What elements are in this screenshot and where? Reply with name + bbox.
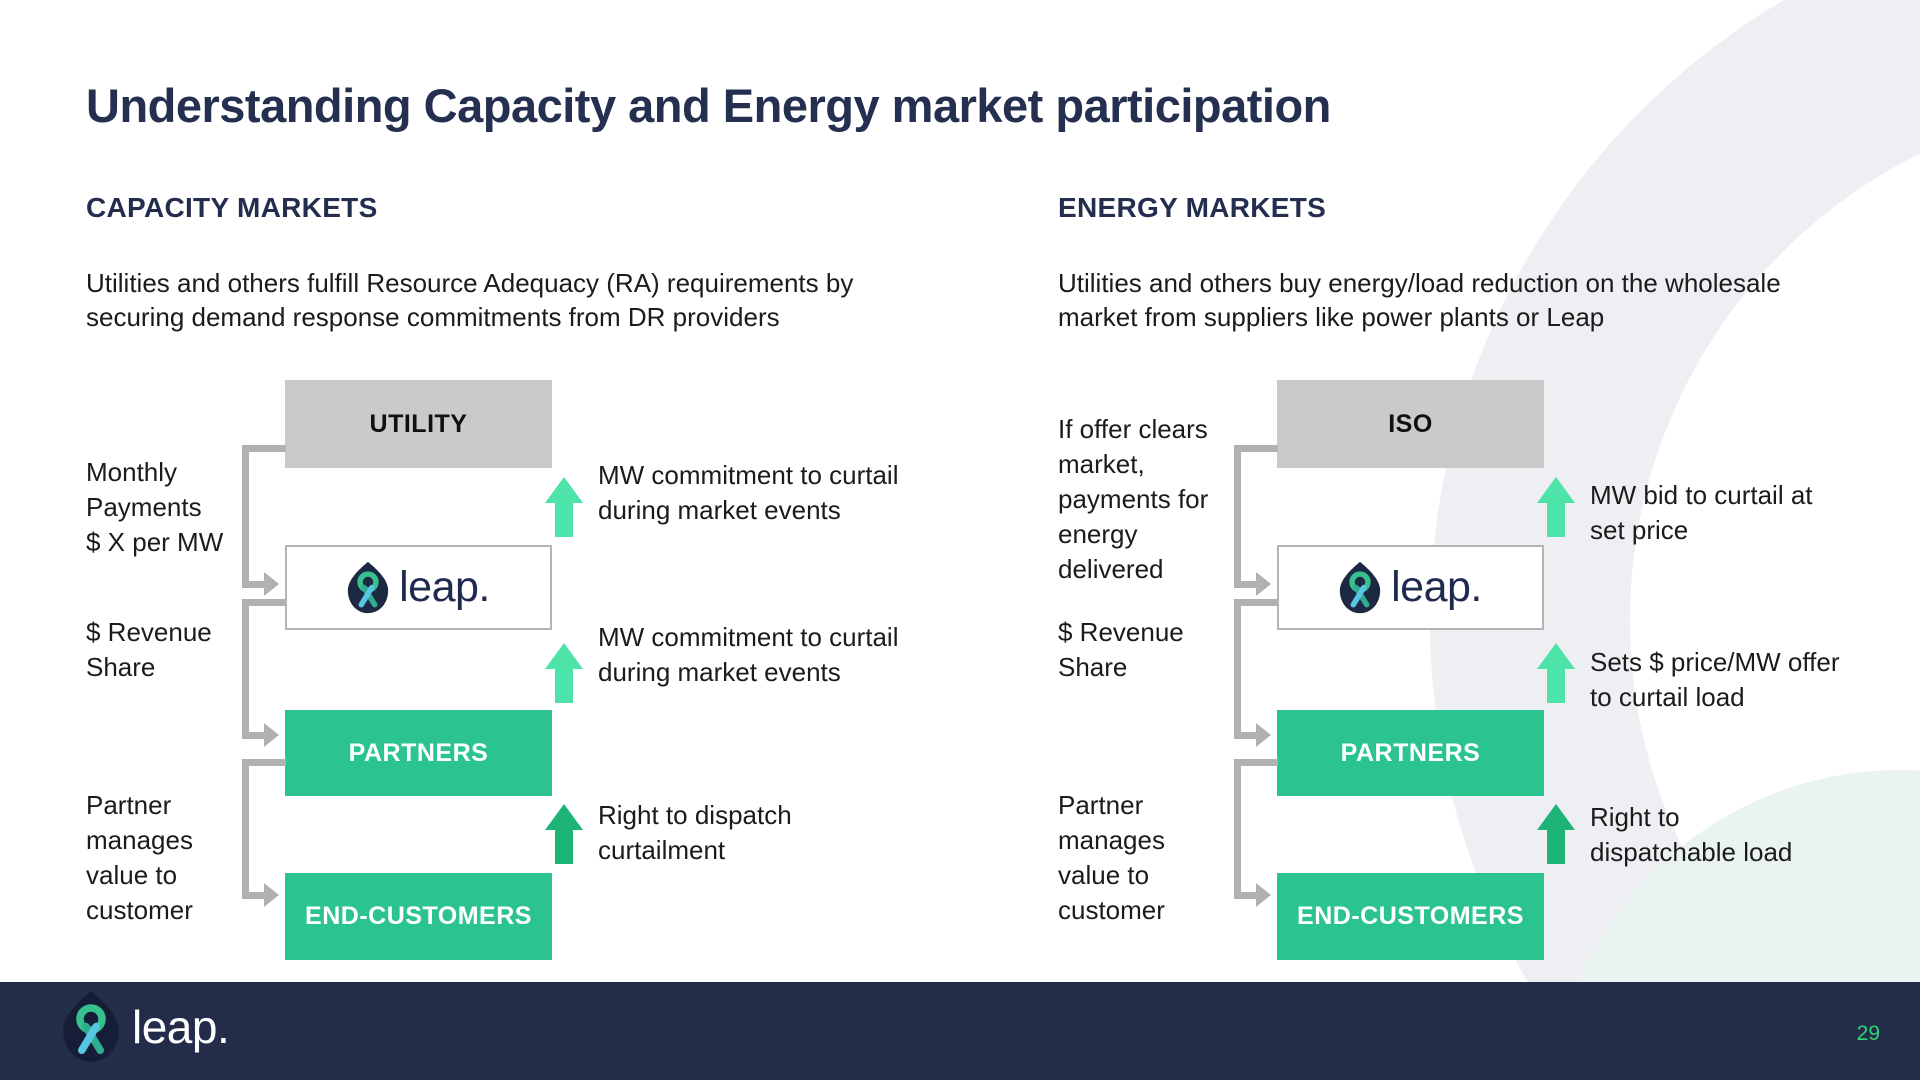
connector-line: [1234, 445, 1241, 588]
connector-line: [242, 892, 266, 899]
utility-box-label: UTILITY: [369, 409, 468, 438]
up-arrow-icon: [545, 477, 583, 537]
section-heading: ENERGY MARKETS: [1058, 192, 1327, 223]
end-customers-box: END-CUSTOMERS: [285, 873, 552, 960]
connector-line: [242, 445, 286, 452]
section-description: Utilities and others buy energy/load red…: [1058, 268, 1781, 332]
up-arrow-icon: [545, 643, 583, 703]
side-label: $ Revenue Share: [86, 617, 212, 682]
connector-line: [1234, 599, 1241, 739]
up-arrow-icon: [1537, 804, 1575, 864]
connector-line: [1234, 759, 1278, 766]
page-number: 29: [1856, 1022, 1880, 1045]
leap-mark-icon: [347, 561, 389, 614]
connector-line: [1234, 759, 1241, 899]
connector-line: [1234, 732, 1258, 739]
connector-line: [1234, 892, 1258, 899]
end-customers-box-label: END-CUSTOMERS: [305, 902, 532, 930]
leap-wordmark: leap.: [132, 1000, 230, 1053]
partners-box: PARTNERS: [285, 710, 552, 796]
arrow-label: Right to dispatchable load: [1590, 802, 1793, 867]
connector-line: [242, 759, 286, 766]
utility-box: UTILITY: [285, 380, 552, 468]
leap-logo-lockup: leap.: [347, 561, 490, 614]
connector-line: [242, 732, 266, 739]
side-label: Partner manages value to customer: [86, 790, 193, 925]
side-label: Monthly Payments $ X per MW: [86, 457, 224, 557]
end-customers-box-label: END-CUSTOMERS: [1297, 902, 1524, 930]
connector-arrowhead-icon: [264, 723, 279, 747]
iso-box-label: ISO: [1388, 409, 1433, 438]
arrow-label: Right to dispatch curtailment: [598, 800, 792, 865]
connector-arrowhead-icon: [264, 883, 279, 907]
arrow-label: MW commitment to curtail during market e…: [598, 622, 899, 687]
connector-line: [242, 445, 249, 588]
connector-line: [242, 581, 266, 588]
section-description: Utilities and others fulfill Resource Ad…: [86, 268, 854, 332]
leap-box: leap.: [285, 545, 552, 630]
partners-box: PARTNERS: [1277, 710, 1544, 796]
connector-arrowhead-icon: [1256, 883, 1271, 907]
arrow-label: Sets $ price/MW offer to curtail load: [1590, 647, 1840, 712]
leap-mark-icon: [1339, 561, 1381, 614]
up-arrow-icon: [1537, 643, 1575, 703]
connector-line: [242, 599, 249, 739]
section-heading: CAPACITY MARKETS: [86, 192, 378, 223]
page-title: Understanding Capacity and Energy market…: [86, 79, 1331, 132]
end-customers-box: END-CUSTOMERS: [1277, 873, 1544, 960]
up-arrow-icon: [545, 804, 583, 864]
leap-wordmark: leap.: [1391, 563, 1482, 611]
side-label: Partner manages value to customer: [1058, 790, 1165, 925]
connector-line: [1234, 581, 1258, 588]
leap-logo-lockup: leap.: [1339, 561, 1482, 614]
partners-box-label: PARTNERS: [1340, 738, 1481, 767]
leap-mark-icon: [63, 991, 119, 1062]
iso-box: ISO: [1277, 380, 1544, 468]
leap-wordmark: leap.: [399, 563, 490, 611]
footer-bar: leap. 29: [0, 982, 1920, 1080]
partners-box-label: PARTNERS: [348, 738, 489, 767]
connector-line: [1234, 599, 1278, 606]
footer-leap-logo: leap.: [62, 990, 230, 1063]
connector-arrowhead-icon: [1256, 572, 1271, 596]
connector-line: [1234, 445, 1278, 452]
connector-arrowhead-icon: [1256, 723, 1271, 747]
leap-box: leap.: [1277, 545, 1544, 630]
arrow-label: MW bid to curtail at set price: [1590, 480, 1813, 545]
connector-arrowhead-icon: [264, 572, 279, 596]
up-arrow-icon: [1537, 477, 1575, 537]
connector-line: [242, 759, 249, 899]
arrow-label: MW commitment to curtail during market e…: [598, 460, 899, 525]
side-label: If offer clears market, payments for ene…: [1058, 414, 1209, 584]
connector-line: [242, 599, 286, 606]
side-label: $ Revenue Share: [1058, 617, 1184, 682]
